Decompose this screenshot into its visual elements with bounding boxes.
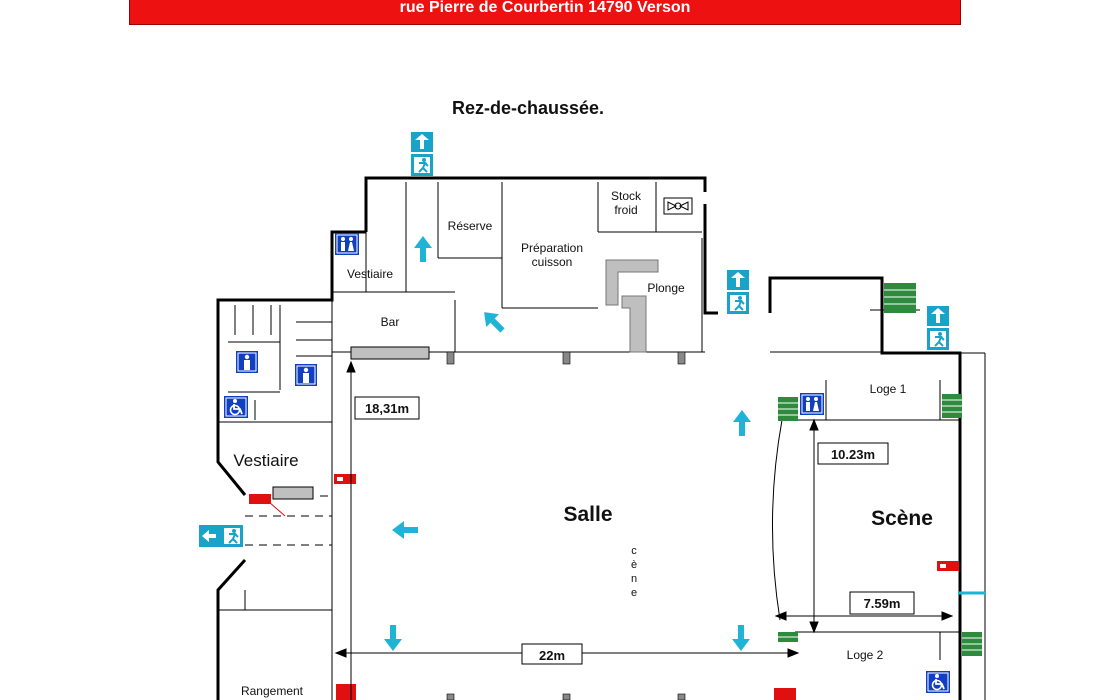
bar-counter xyxy=(350,346,430,360)
direction-arrow-icon xyxy=(392,521,418,539)
camera-icon xyxy=(663,197,693,215)
fire-extinguisher-icon xyxy=(937,561,959,571)
exit-sign-icon xyxy=(410,132,434,177)
direction-arrow-icon xyxy=(733,410,751,436)
fire-extinguisher-icon xyxy=(774,688,796,700)
address-banner: rue Pierre de Courbertin 14790 Verson xyxy=(129,0,961,25)
salle-depth-dimension: 18,31m xyxy=(365,401,409,416)
dimension-lines xyxy=(334,360,954,700)
room-label-stock: Stock xyxy=(611,189,642,203)
scene-depth-dimension: 10.23m xyxy=(831,447,875,462)
exit-sign-icon xyxy=(926,306,950,351)
dimension-boxes xyxy=(354,396,915,665)
vertical-letter: n xyxy=(631,573,637,585)
room-label-cuisson: cuisson xyxy=(532,255,573,269)
stairs-icon xyxy=(884,283,916,313)
exit-sign-icon xyxy=(726,270,750,315)
fire-extinguisher-icon xyxy=(249,494,286,517)
direction-arrow-icon xyxy=(732,625,750,651)
fire-extinguisher-icon xyxy=(336,684,356,700)
room-label-scene: Scène xyxy=(871,507,933,530)
accessible-toilet-icon xyxy=(925,670,951,694)
room-label-preparation: Préparation xyxy=(521,241,583,255)
direction-arrow-icon xyxy=(414,236,432,262)
stairs-icon xyxy=(778,632,798,642)
dish-counter xyxy=(621,295,647,353)
columns xyxy=(446,351,686,700)
room-label-vestiaire-large: Vestiaire xyxy=(233,451,298,470)
toilet-icon xyxy=(294,363,318,387)
exit-sign-icon xyxy=(199,524,244,548)
door-marks xyxy=(245,495,332,546)
stairs-icon xyxy=(961,631,983,657)
room-label-rangement: Rangement xyxy=(241,684,304,698)
room-label-loge2: Loge 2 xyxy=(847,648,884,662)
vertical-letter: è xyxy=(631,559,637,571)
vertical-letter: c xyxy=(631,545,637,557)
interior-walls xyxy=(218,182,986,700)
room-label-bar: Bar xyxy=(381,315,400,329)
toilet-icon xyxy=(799,392,825,416)
stairs-icon xyxy=(941,393,963,419)
scene-width-dimension: 7.59m xyxy=(864,596,901,611)
floor-title: Rez-de-chaussée. xyxy=(452,98,605,118)
salle-width-dimension: 22m xyxy=(539,648,565,663)
coat-counter xyxy=(272,486,314,500)
address-text: rue Pierre de Courbertin 14790 Verson xyxy=(399,0,691,16)
room-label-vestiaire-small: Vestiaire xyxy=(347,267,393,281)
direction-arrow-icon xyxy=(384,625,402,651)
room-label-plonge: Plonge xyxy=(647,281,685,295)
sink-counter xyxy=(605,259,659,306)
room-label-loge1: Loge 1 xyxy=(870,382,907,396)
room-label-reserve: Réserve xyxy=(448,219,493,233)
toilet-icon xyxy=(334,232,360,256)
accessible-toilet-icon xyxy=(223,395,249,419)
fire-extinguisher-icon xyxy=(334,474,356,484)
toilet-icon xyxy=(235,350,259,374)
direction-arrow-icon xyxy=(477,305,509,337)
exterior-walls xyxy=(216,176,962,700)
vertical-letter: e xyxy=(631,587,637,599)
room-label-froid: froid xyxy=(614,203,637,217)
room-label-salle: Salle xyxy=(563,503,612,526)
stairs-icon xyxy=(777,396,799,422)
